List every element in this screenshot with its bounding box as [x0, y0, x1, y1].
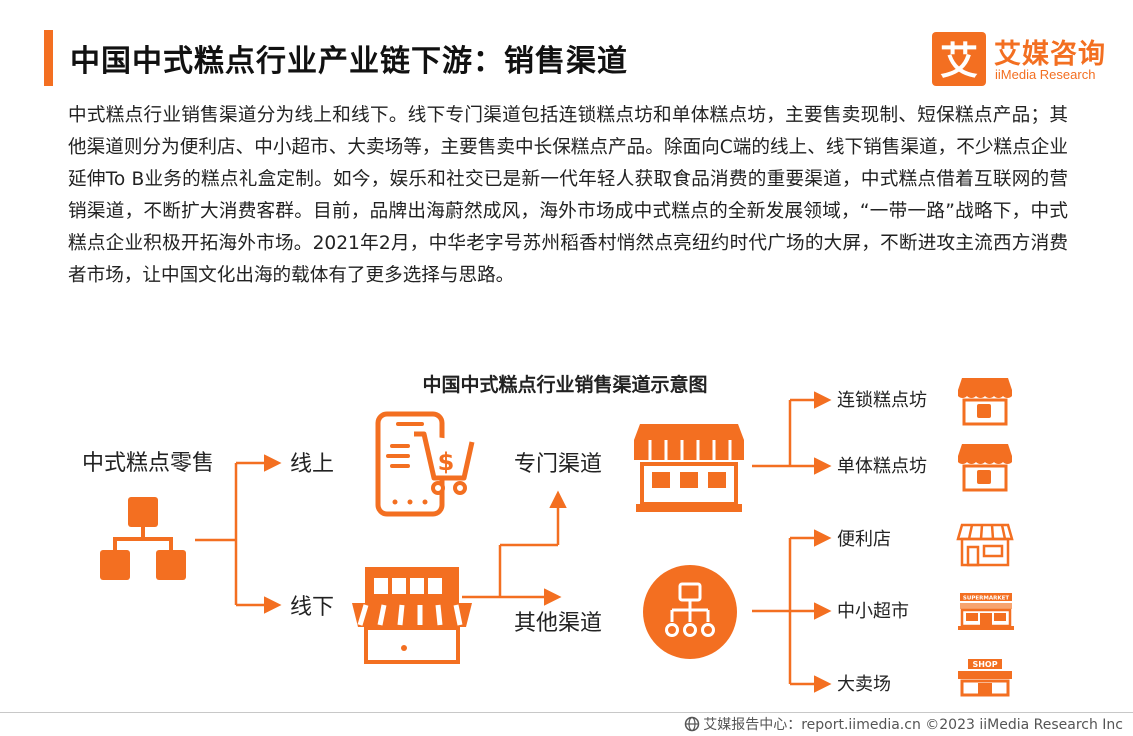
- title-accent-bar: [44, 30, 53, 86]
- other-children-connector: [752, 529, 832, 693]
- root-node-label: 中式糕点零售: [82, 451, 214, 476]
- footer-divider: [0, 712, 1133, 713]
- other-channel-label: 其他渠道: [514, 611, 602, 636]
- page-title: 中国中式糕点行业产业链下游：销售渠道: [70, 44, 628, 79]
- footer-text: 艾媒报告中心：report.iimedia.cn ©2023 iiMedia R…: [703, 717, 1123, 733]
- mobile-shopping-icon: $: [375, 411, 475, 517]
- network-circle-icon: [643, 565, 737, 659]
- logo-name-cn: 艾媒咨询: [994, 39, 1106, 70]
- dedicated-channel-label: 专门渠道: [514, 452, 602, 477]
- org-chart-icon: [100, 497, 186, 580]
- supermarket-icon: SUPERMARKET: [958, 593, 1014, 630]
- shop-bag-icon: [958, 444, 1012, 492]
- leaf-hypermarket: 大卖场: [837, 674, 891, 695]
- offline-label: 线下: [290, 595, 334, 620]
- leaf-single-bakery: 单体糕点坊: [837, 456, 927, 477]
- convenience-store-icon: [956, 523, 1014, 567]
- leaf-small-supermarket: 中小超市: [837, 601, 909, 622]
- supermarket-sign: SUPERMARKET: [963, 596, 1009, 602]
- svg-text:$: $: [438, 448, 455, 476]
- market-stall-icon: [352, 567, 472, 664]
- brand-logo: 艾 艾媒咨询 iiMedia Research: [932, 32, 1122, 88]
- online-label: 线上: [290, 452, 334, 477]
- leaf-convenience-store: 便利店: [837, 529, 891, 550]
- root-branch-connector: [195, 454, 282, 614]
- shop-bag-icon: [958, 378, 1012, 426]
- dedicated-children-connector: [752, 391, 832, 475]
- logo-mark-text: 艾: [940, 39, 978, 83]
- diagram-title: 中国中式糕点行业销售渠道示意图: [422, 373, 707, 396]
- shop-icon: SHOP: [958, 659, 1012, 697]
- logo-name-en: iiMedia Research: [995, 67, 1096, 82]
- footer: 艾媒报告中心：report.iimedia.cn ©2023 iiMedia R…: [684, 714, 1123, 736]
- storefront-icon: [634, 424, 744, 512]
- logo-mark: 艾: [932, 32, 986, 86]
- intro-paragraph: 中式糕点行业销售渠道分为线上和线下。线下专门渠道包括连锁糕点坊和单体糕点坊，主要…: [68, 105, 1068, 286]
- offline-branch-connector: [462, 490, 567, 606]
- globe-icon: [684, 716, 700, 736]
- leaf-chain-bakery: 连锁糕点坊: [837, 390, 927, 411]
- shop-sign: SHOP: [972, 660, 997, 669]
